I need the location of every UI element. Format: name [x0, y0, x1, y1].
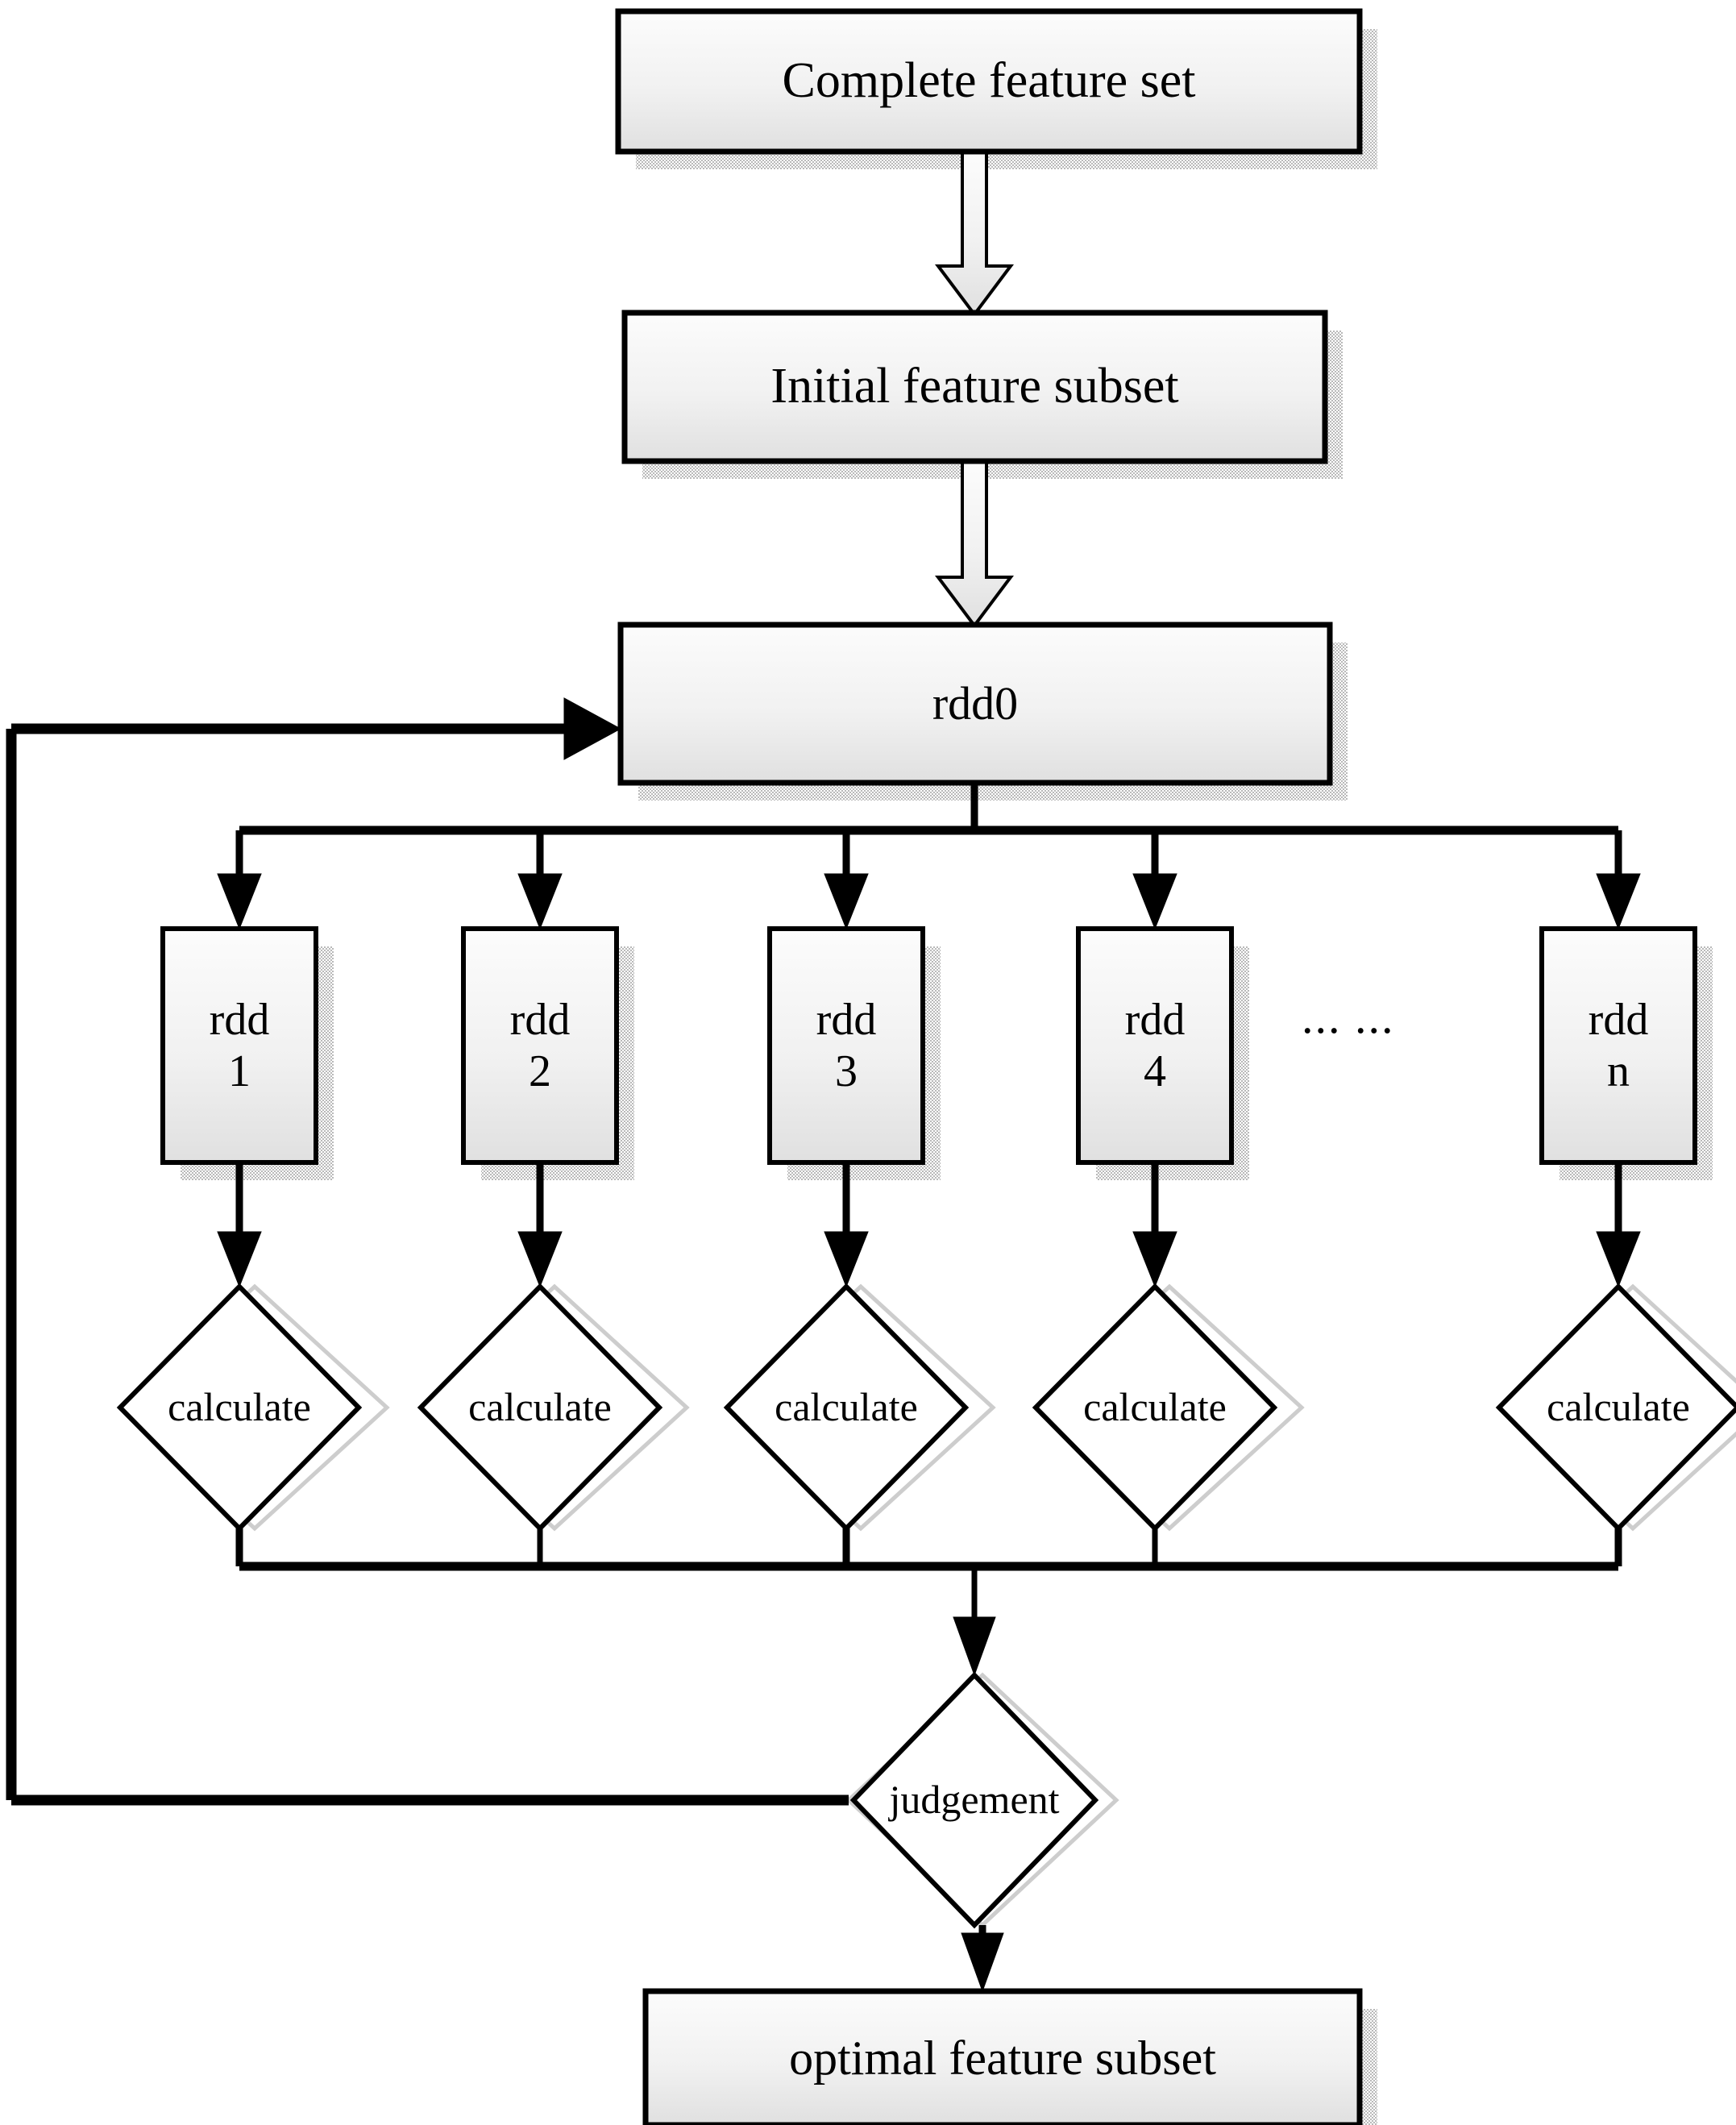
node-judgement	[849, 1671, 1099, 1929]
node-calc4	[1032, 1283, 1278, 1532]
edge-rdd-to-calculate	[217, 1162, 1641, 1288]
node-calcn	[1495, 1283, 1736, 1532]
edge-initial-to-rdd0	[935, 460, 1014, 629]
node-calc1	[116, 1283, 363, 1532]
node-rdd1	[160, 926, 318, 1165]
edge-complete-to-initial	[935, 150, 1014, 318]
node-shapes	[116, 8, 1736, 2125]
edge-judgement-to-optimal	[961, 1925, 1004, 1993]
node-rdd3	[767, 926, 925, 1165]
node-rdd4	[1076, 926, 1234, 1165]
node-rdd0	[617, 622, 1333, 786]
edge-feedback-loop	[6, 697, 849, 1806]
node-calc2	[417, 1283, 663, 1532]
node-complete	[615, 8, 1363, 155]
label-ellipsis: ... ...	[1302, 991, 1395, 1043]
node-calc3	[723, 1283, 970, 1532]
node-optimal	[642, 1988, 1363, 2125]
node-initial	[621, 310, 1328, 464]
connector-lines	[6, 150, 1641, 1993]
node-rddn	[1539, 926, 1697, 1165]
fan-out-bus	[217, 825, 1641, 930]
merge-bus	[235, 1528, 1622, 1677]
node-rdd2	[461, 926, 619, 1165]
